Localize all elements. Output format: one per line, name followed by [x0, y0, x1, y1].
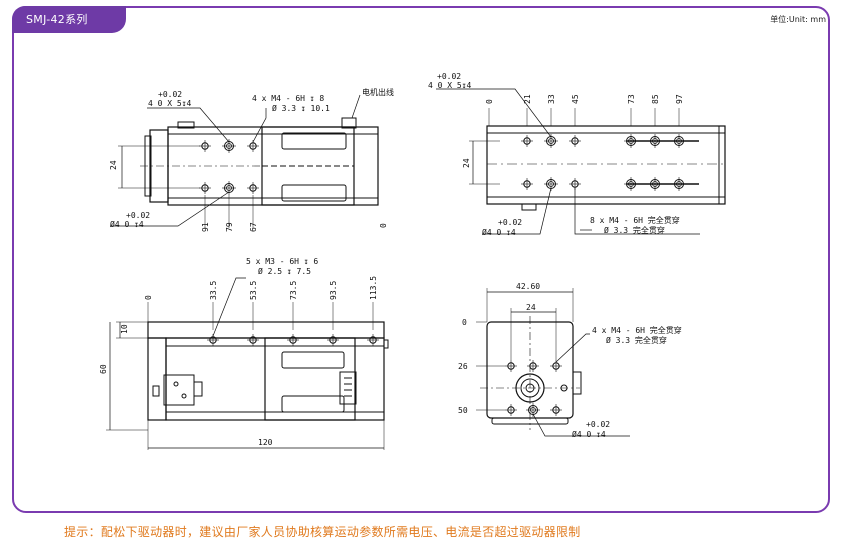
- dim-93-5: 93.5: [329, 281, 338, 300]
- dim-0: 0: [144, 295, 153, 300]
- thread-note-1: 4 x M4 - 6H ↧ 8: [252, 94, 324, 103]
- dim-60: 60: [99, 364, 108, 374]
- dim-113-5: 113.5: [369, 276, 378, 300]
- dim-45: 45: [571, 94, 580, 104]
- dim-73-5: 73.5: [289, 281, 298, 300]
- thread-note-2: Ø 3.3 完全贯穿: [606, 335, 667, 345]
- thread-note-1: 4 x M4 - 6H 完全贯穿: [592, 325, 682, 335]
- dim-v-50: 50: [458, 406, 468, 415]
- hole-spec-bottom: Ø4 0 ↧4: [110, 219, 144, 229]
- dim-v-26: 26: [458, 362, 468, 371]
- dim-24: 24: [109, 160, 118, 170]
- unit-label: 单位:Unit: mm: [770, 15, 826, 24]
- tol-plus-label-2: +0.02: [498, 218, 522, 227]
- dim-21: 21: [523, 94, 532, 104]
- hole-spec-bottom: Ø4 0 ↧4: [572, 429, 606, 439]
- dim-10: 10: [120, 324, 129, 334]
- view-bottom-right-labels: 42.60 24 0 26 50 4 x M4 - 6H 完全贯穿 Ø 3.3 …: [458, 282, 682, 439]
- view-top-right: [436, 88, 726, 235]
- view-bottom-left: [106, 277, 389, 450]
- hole-spec-top: 4 0 X 5↧4: [148, 99, 192, 108]
- dim-0: 0: [379, 223, 388, 228]
- dim-67: 67: [249, 222, 258, 232]
- hole-spec-bottom: Ø4 0 ↧4: [482, 227, 516, 237]
- view-top-right-labels: +0.02 4 0 X 5↧4 0 21 33 45 73 85 97 24 +…: [428, 72, 684, 237]
- view-top-left-labels: +0.02 4 0 X 5↧4 4 x M4 - 6H ↧ 8 Ø 3.3 ↧ …: [109, 87, 394, 232]
- dim-91: 91: [201, 222, 210, 232]
- hole-spec-top: 4 0 X 5↧4: [428, 81, 472, 90]
- thread-note-1: 5 x M3 - 6H ↧ 6: [246, 257, 318, 266]
- dim-33: 33: [547, 94, 556, 104]
- dim-73: 73: [627, 94, 636, 104]
- dim-24: 24: [462, 158, 471, 168]
- dim-79: 79: [225, 222, 234, 232]
- dim-53-5: 53.5: [249, 281, 258, 300]
- thread-note-2: Ø 3.3 ↧ 10.1: [272, 103, 330, 113]
- tol-plus-label: +0.02: [158, 90, 182, 99]
- thread-note-2: Ø 3.3 完全贯穿: [604, 225, 665, 235]
- view-bottom-left-labels: 5 x M3 - 6H ↧ 6 Ø 2.5 ↧ 7.5 0 33.5 53.5 …: [99, 257, 378, 447]
- dim-120: 120: [258, 438, 273, 447]
- view-top-left: [110, 94, 379, 228]
- dim-0: 0: [485, 99, 494, 104]
- thread-note-2: Ø 2.5 ↧ 7.5: [258, 266, 311, 276]
- dim-97: 97: [675, 94, 684, 104]
- tol-plus-label-2: +0.02: [126, 211, 150, 220]
- drawing-frame: [12, 6, 830, 513]
- dim-33-5: 33.5: [209, 281, 218, 300]
- tol-plus-label: +0.02: [586, 420, 610, 429]
- view-bottom-right: [476, 288, 630, 437]
- tol-plus-label: +0.02: [437, 72, 461, 81]
- thread-note-1: 8 x M4 - 6H 完全贯穿: [590, 215, 680, 225]
- motor-outlet-label: 电机出线: [362, 87, 394, 97]
- series-tag: SMJ-42系列: [12, 6, 126, 33]
- dim-42-60: 42.60: [516, 282, 540, 291]
- footer-tip: 提示：配松下驱动器时，建议由厂家人员协助核算运动参数所需电压、电流是否超过驱动器…: [64, 525, 581, 539]
- dim-85: 85: [651, 94, 660, 104]
- dim-v-0: 0: [462, 318, 467, 327]
- dim-24: 24: [526, 303, 536, 312]
